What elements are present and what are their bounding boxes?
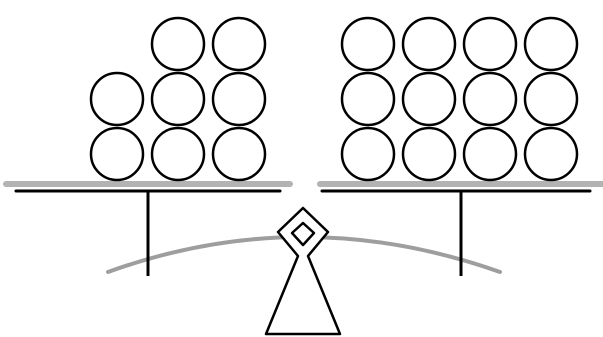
right-pan-circle-5 bbox=[523, 71, 579, 127]
fulcrum-stand bbox=[264, 206, 342, 336]
left-pan-circle-8 bbox=[150, 16, 206, 72]
left-pan-circle-6 bbox=[89, 71, 145, 127]
right-pan-objects bbox=[340, 16, 579, 182]
left-pan-circle-1 bbox=[211, 126, 267, 182]
right-pan-circle-10 bbox=[462, 16, 518, 72]
left-pan bbox=[3, 16, 293, 276]
right-pan-circle-2 bbox=[462, 126, 518, 182]
right-pan-circle-1 bbox=[523, 126, 579, 182]
left-pan-circle-2 bbox=[150, 126, 206, 182]
fulcrum-body bbox=[264, 206, 342, 336]
left-pan-circle-5 bbox=[150, 71, 206, 127]
right-pan-circle-6 bbox=[462, 71, 518, 127]
right-pan-circle-11 bbox=[401, 16, 457, 72]
right-pan-circle-7 bbox=[401, 71, 457, 127]
right-pan-circle-8 bbox=[340, 71, 396, 127]
right-pan-circle-3 bbox=[401, 126, 457, 182]
right-pan-circle-12 bbox=[340, 16, 396, 72]
left-pan-circle-7 bbox=[211, 16, 267, 72]
right-pan-circle-4 bbox=[340, 126, 396, 182]
left-pan-objects bbox=[89, 16, 267, 182]
fulcrum-pivot-diamond bbox=[290, 221, 316, 247]
left-pan-circle-3 bbox=[89, 126, 145, 182]
right-pan-circle-9 bbox=[523, 16, 579, 72]
right-pan bbox=[317, 16, 603, 276]
left-pan-circle-4 bbox=[211, 71, 267, 127]
